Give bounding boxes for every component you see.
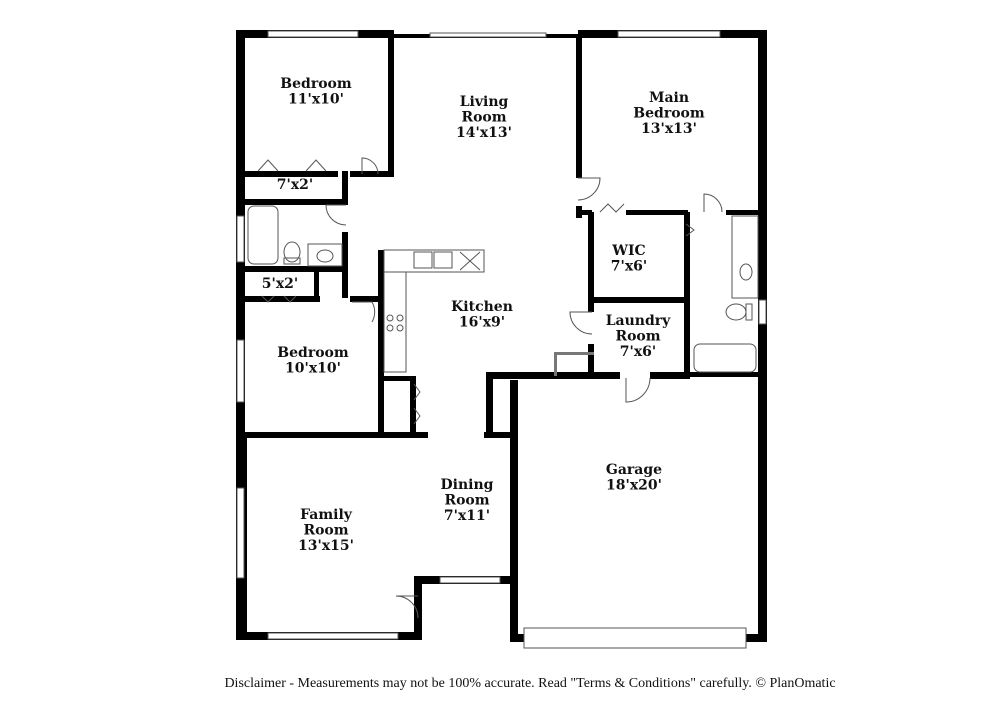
room-label-line: Laundry	[606, 313, 671, 329]
room-label-line: 13'x13'	[641, 121, 697, 137]
room-label-line: Living	[460, 94, 509, 110]
room-label-line: 7'x2'	[277, 177, 313, 193]
room-label-line: 14'x13'	[456, 125, 512, 141]
room-label-closet-7x2: 7'x2'	[277, 177, 313, 193]
room-label-line: 7'x6'	[611, 259, 647, 275]
room-label-line: 7'x6'	[620, 344, 656, 360]
room-label-line: 18'x20'	[606, 478, 662, 494]
room-label-line: Dining	[441, 477, 494, 493]
disclaimer-text: Disclaimer - Measurements may not be 100…	[224, 676, 836, 691]
windows	[236, 30, 767, 649]
room-label-closet-5x2: 5'x2'	[262, 276, 298, 292]
room-label-line: 5'x2'	[262, 276, 298, 292]
room-label-line: Bedroom	[633, 106, 705, 122]
room-label-line: 10'x10'	[285, 361, 341, 377]
room-label-line: 11'x10'	[288, 92, 344, 108]
room-label-line: WIC	[611, 243, 645, 259]
interior-walls	[236, 38, 758, 438]
room-label-line: Room	[444, 493, 489, 509]
room-label-line: 16'x9'	[459, 315, 505, 331]
room-label-line: Bedroom	[277, 345, 349, 361]
room-label-line: Main	[649, 90, 689, 106]
room-label-line: Garage	[606, 462, 662, 478]
fixtures	[247, 205, 759, 373]
room-label-line: Room	[461, 110, 506, 126]
room-label-line: 7'x11'	[444, 508, 490, 524]
room-label-line: Room	[615, 329, 660, 345]
room-label-line: Kitchen	[451, 299, 513, 315]
room-label-line: Family	[300, 507, 353, 523]
room-label-line: 13'x15'	[298, 538, 354, 554]
room-label-line: Room	[303, 523, 348, 539]
doors	[257, 157, 723, 619]
room-label-line: Bedroom	[280, 76, 352, 92]
